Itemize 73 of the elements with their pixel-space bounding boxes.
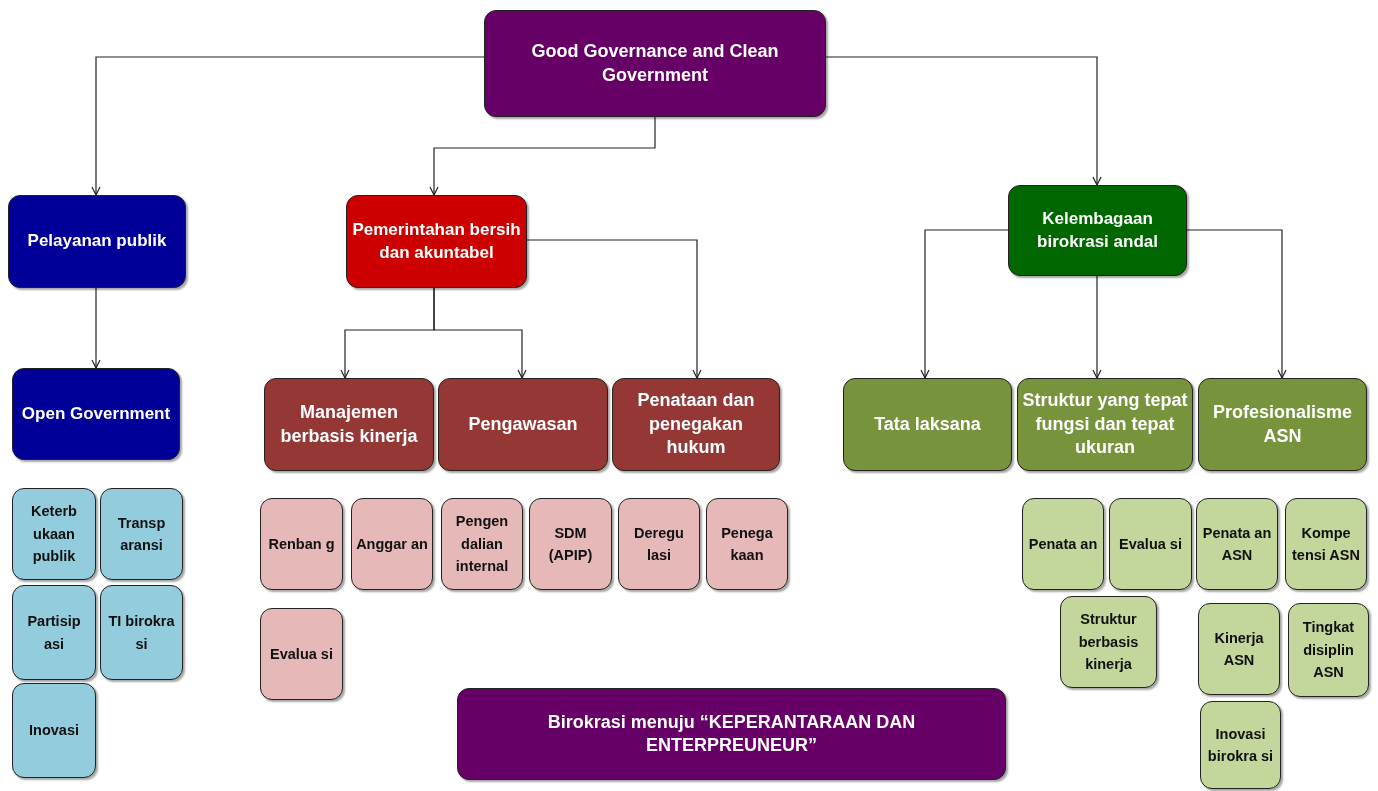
node-label: TI birokra si [107, 612, 176, 654]
node-label: Pemerintahan bersih dan akuntabel [351, 219, 522, 264]
subcategory-box [612, 378, 780, 471]
node-label: Inovasi birokra si [1206, 724, 1275, 766]
title-box [484, 10, 826, 117]
subcategory-box [1198, 378, 1367, 471]
arrow [1092, 275, 1102, 379]
arrow [433, 287, 527, 379]
node-label: Penata an ASN [1201, 523, 1273, 565]
node-label: Profesionalisme ASN [1211, 401, 1354, 448]
node-label: Inovasi [29, 721, 79, 741]
arrow [920, 229, 1009, 379]
item-box [1109, 498, 1192, 590]
subcategory-box [843, 378, 1012, 471]
item-box [618, 498, 700, 590]
arrow [1186, 229, 1287, 379]
item-box [1285, 498, 1367, 590]
arrow [429, 116, 656, 196]
node-label: Renban g [268, 534, 335, 554]
node-label: Manajemen berbasis kinerja [279, 401, 419, 448]
node-label: Struktur berbasis kinerja [1077, 610, 1140, 675]
arrow [526, 239, 702, 379]
item-box [351, 498, 433, 590]
item-box [1200, 701, 1281, 789]
node-label: Penega kaan [720, 523, 774, 565]
node-label: Tingkat disiplin ASN [1301, 618, 1356, 683]
item-box [441, 498, 523, 590]
item-box [260, 498, 343, 590]
item-box [1198, 603, 1280, 695]
node-label: Kelembagaan birokrasi andal [1036, 208, 1159, 253]
banner-box [457, 688, 1006, 780]
node-label: Transp aransi [116, 513, 167, 555]
item-box [529, 498, 612, 590]
node-label: Penata an [1028, 534, 1098, 554]
node-label: Penataan dan penegakan hukum [636, 389, 756, 460]
item-box [1288, 603, 1369, 697]
item-box [12, 488, 96, 580]
item-box [100, 488, 183, 580]
arrow [91, 56, 485, 196]
item-box [12, 683, 96, 778]
node-label: Kinerja ASN [1213, 628, 1265, 670]
category-box [1008, 185, 1187, 276]
node-label: Pengawasan [468, 412, 578, 436]
node-label: Evalua si [1119, 534, 1182, 554]
node-label: SDM (APIP) [547, 523, 594, 565]
node-label: Deregu lasi [633, 523, 685, 565]
node-label: Birokrasi menuju “KEPERANTARAAN DAN ENTERPREUNEUR” [546, 710, 917, 757]
node-label: Pelayanan publik [27, 230, 167, 253]
subcategory-box [1017, 378, 1193, 471]
item-box [12, 585, 96, 680]
item-box [1022, 498, 1104, 590]
category-box [12, 368, 180, 460]
item-box [1060, 596, 1157, 688]
node-label: Tata laksana [874, 412, 981, 436]
node-label: Open Government [21, 402, 171, 425]
item-box [1196, 498, 1278, 590]
node-label: Pengen dalian internal [454, 512, 510, 577]
node-label: Struktur yang tepat fungsi dan tepat ukuran [1022, 389, 1188, 460]
category-box [8, 195, 186, 288]
item-box [260, 608, 343, 700]
arrow [825, 56, 1102, 186]
node-label: Good Governance and Clean Government [530, 40, 780, 87]
node-label: Keterb ukaan publik [30, 502, 78, 567]
arrow [91, 287, 101, 369]
node-label: Anggar an [356, 534, 428, 554]
item-box [706, 498, 788, 590]
node-label: Partisip asi [26, 612, 82, 654]
category-box [346, 195, 527, 288]
node-label: Kompe tensi ASN [1291, 523, 1361, 565]
item-box [100, 585, 183, 680]
node-label: Evalua si [270, 644, 333, 664]
subcategory-box [264, 378, 434, 471]
subcategory-box [438, 378, 608, 471]
